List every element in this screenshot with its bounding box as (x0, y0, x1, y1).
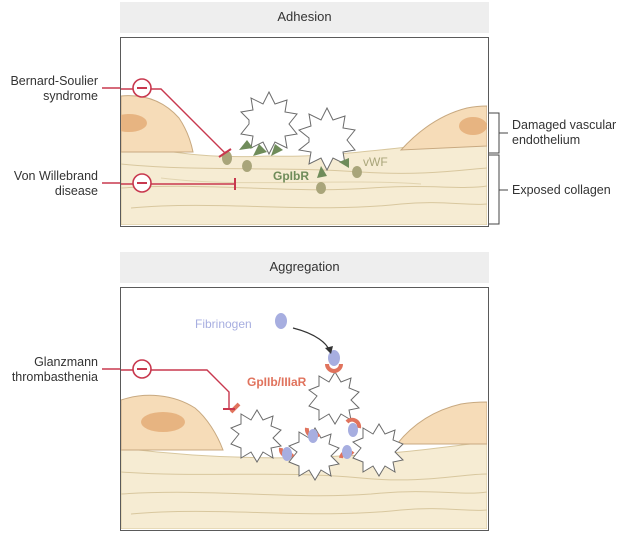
binding-arrow (292, 327, 330, 351)
nucleus-left (141, 412, 185, 432)
vwf-molecule (242, 160, 252, 172)
glanzmann-inhibition-line (121, 369, 230, 408)
gpiib-receptor (345, 417, 362, 429)
inhibition-bar (218, 148, 232, 158)
platelet (307, 371, 361, 425)
platelet (229, 409, 283, 463)
platelet (297, 106, 356, 172)
aggregation-panel: Fibrinogen GpIIb/IIIaR (120, 287, 489, 531)
damaged-endothelium-label: Damaged vascular endothelium (512, 118, 617, 147)
fibrinogen-molecule (308, 429, 318, 443)
adhesion-panel: GpIbR vWF (111, 37, 489, 227)
fibrinogen-molecule (342, 445, 352, 459)
arrow-head (325, 346, 333, 354)
glanzmann-label: Glanzmann thrombasthenia (11, 355, 98, 384)
adhesion-title: Adhesion (277, 9, 332, 24)
bernard-soulier-label: Bernard-Soulier syndrome (10, 74, 98, 103)
aggregation-illustration: Fibrinogen GpIIb/IIIaR (120, 313, 488, 530)
adhesion-illustration: GpIbR vWF (111, 88, 488, 226)
vwf-molecule (316, 182, 326, 194)
gpibr-receptor (339, 158, 349, 168)
nucleus-right (459, 117, 487, 135)
von-willebrand-label: Von Willebrand disease (13, 169, 98, 198)
gpiib-label: GpIIb/IIIaR (247, 375, 307, 389)
adhesion-header: Adhesion (120, 2, 489, 33)
fibrinogen-molecule (282, 447, 292, 461)
gpibr-receptor (253, 144, 267, 156)
fibrinogen-molecule (348, 423, 358, 437)
exposed-collagen-bracket (489, 154, 500, 225)
platelet (287, 427, 341, 481)
aggregation-header: Aggregation (120, 252, 489, 283)
vwf-molecule (352, 166, 362, 178)
endothelial-cell-right (395, 401, 488, 445)
gpibr-label: GpIbR (273, 169, 309, 183)
gpiib-receptor (325, 363, 343, 373)
gpibr-receptor (317, 166, 327, 178)
platelet (239, 90, 298, 156)
fibrinogen-label: Fibrinogen (195, 317, 252, 331)
fibrinogen-molecule (275, 313, 287, 329)
aggregation-title: Aggregation (269, 259, 340, 274)
platelet (351, 423, 405, 477)
gpibr-receptor (271, 144, 283, 156)
damaged-endothelium-bracket (489, 112, 500, 154)
endothelial-cell-right (399, 105, 488, 151)
gpibr-receptor (239, 140, 253, 150)
exposed-collagen-label: Exposed collagen (512, 183, 611, 197)
vwf-label: vWF (363, 155, 388, 169)
